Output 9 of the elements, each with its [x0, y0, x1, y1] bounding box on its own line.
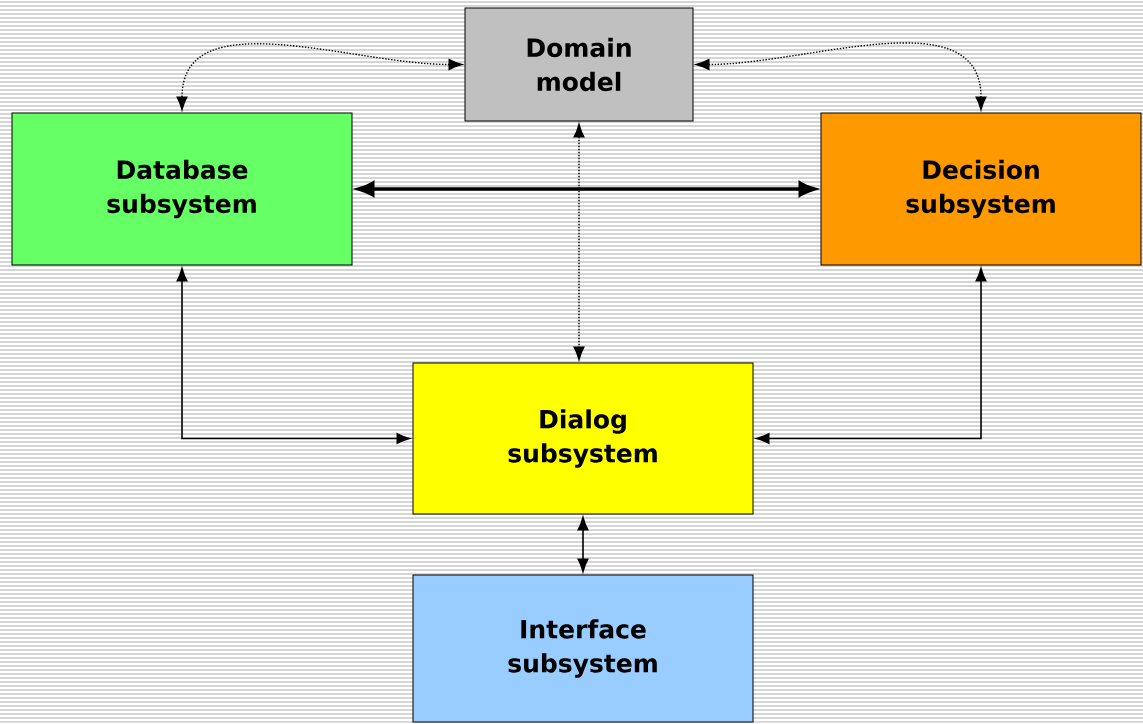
- subsystem-box: Decision subsystem: [820, 112, 1142, 266]
- arrow: [695, 42, 987, 111]
- arrow: [577, 517, 589, 572]
- arrow: [176, 43, 463, 111]
- model-box: Domain model: [464, 7, 694, 122]
- subsystem-box: Dialog subsystem: [412, 362, 754, 515]
- subsystem-box: Interface subsystem: [412, 574, 754, 723]
- subsystem-box: Database subsystem: [11, 112, 353, 266]
- arrow: [573, 123, 585, 361]
